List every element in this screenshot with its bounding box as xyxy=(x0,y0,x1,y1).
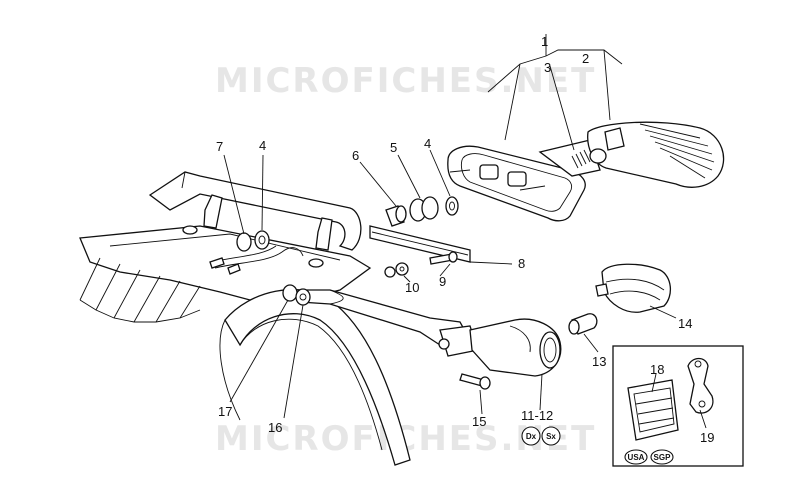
small-fasteners xyxy=(384,251,458,278)
badge-sgp: SGP xyxy=(650,449,674,465)
callout-19: 19 xyxy=(700,430,714,445)
tail-light-housing xyxy=(447,139,601,222)
turn-signal-lamp xyxy=(469,318,562,377)
callout-15: 15 xyxy=(472,414,486,429)
callout-labels: 1 2 3 4 4 5 6 7 8 9 10 11-12 13 14 15 16… xyxy=(216,34,714,445)
callout-2: 2 xyxy=(582,51,589,66)
badge-usa: USA xyxy=(624,449,648,465)
svg-text:Sx: Sx xyxy=(546,432,556,441)
callout-9: 9 xyxy=(439,274,446,289)
stalk-bushings xyxy=(282,284,311,306)
badge-dx: Dx xyxy=(521,426,541,446)
callout-1: 1 xyxy=(541,34,548,49)
wiring-harness xyxy=(209,245,304,275)
callout-3: 3 xyxy=(544,60,551,75)
svg-text:Dx: Dx xyxy=(526,432,537,441)
svg-text:SGP: SGP xyxy=(654,453,672,462)
svg-text:USA: USA xyxy=(628,453,645,462)
stalk-bolt xyxy=(459,373,491,390)
callout-4-left: 4 xyxy=(259,138,266,153)
callout-10: 10 xyxy=(405,280,419,295)
turn-signal-stalk xyxy=(299,289,479,357)
rubber-grommets xyxy=(385,196,459,227)
signal-lens xyxy=(595,263,671,313)
watermark-top: MICROFICHES.NET xyxy=(215,61,596,101)
variant-badges: Dx Sx USA SGP xyxy=(521,426,674,465)
rear-frame xyxy=(79,171,411,466)
callout-14: 14 xyxy=(678,316,692,331)
callout-18: 18 xyxy=(650,362,664,377)
bulb xyxy=(571,148,607,169)
badge-sx: Sx xyxy=(541,426,561,446)
callout-5: 5 xyxy=(390,140,397,155)
signal-bulb xyxy=(568,313,598,335)
callout-6: 6 xyxy=(352,148,359,163)
leader-lines xyxy=(223,149,707,429)
callout-13: 13 xyxy=(592,354,606,369)
callout-16: 16 xyxy=(268,420,282,435)
callout-4-right: 4 xyxy=(424,136,431,151)
callout-8: 8 xyxy=(518,256,525,271)
callout-17: 17 xyxy=(218,404,232,419)
callout-11-12: 11-12 xyxy=(521,408,553,423)
callout-7: 7 xyxy=(216,139,223,154)
tail-light-lens xyxy=(587,121,725,188)
inset-panel xyxy=(612,345,744,467)
